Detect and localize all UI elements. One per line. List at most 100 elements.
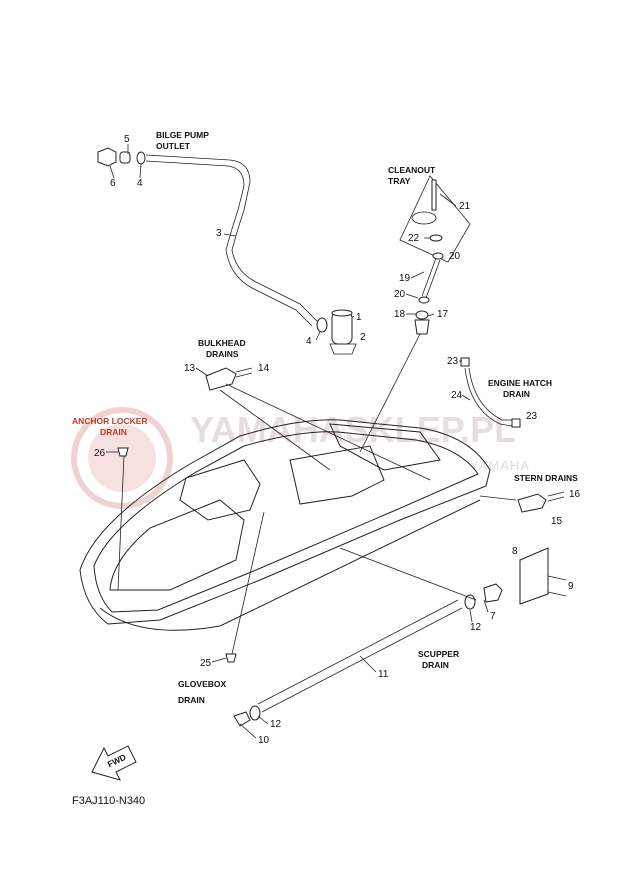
caption-scupper-2: DRAIN (422, 660, 449, 670)
caption-bilge-pump-2: OUTLET (156, 141, 191, 151)
bracket-assembly (519, 547, 567, 605)
callout: 10 (258, 735, 270, 746)
watermark-text: YAMAHASKLEP.PL (190, 409, 516, 450)
callout: 2 (360, 332, 366, 343)
leader (239, 723, 257, 739)
washer-22 (429, 234, 443, 242)
clamp-12 (464, 594, 476, 610)
leader-17 (359, 333, 421, 453)
leader (195, 367, 209, 377)
drain-hose-24-edge (468, 367, 512, 421)
leader (461, 394, 471, 401)
stern-drain-assembly (517, 491, 565, 513)
hose-clamp-4b (316, 317, 328, 333)
diagram-code: F3AJ110-N340 (72, 795, 145, 807)
caption-bilge-pump-1: BILGE PUMP (156, 130, 209, 140)
callout: 21 (459, 201, 471, 212)
callout: 5 (124, 134, 130, 145)
screw-16 (547, 491, 565, 502)
washer-20 (432, 252, 444, 260)
callout: 20 (449, 251, 461, 262)
callout: 6 (110, 178, 116, 189)
bow-seating (109, 499, 245, 591)
bilge-pump-outlet-assembly (97, 147, 357, 355)
tray-opening (411, 211, 437, 225)
washer-20b (418, 296, 430, 304)
cleanout-tray-assembly (359, 175, 471, 453)
caption-glovebox-1: GLOVEBOX (178, 679, 227, 689)
hose-clamp-4 (136, 151, 146, 165)
callout: 24 (451, 390, 463, 401)
leader (359, 655, 377, 673)
bilge-pump-top (331, 309, 353, 317)
callout: 1 (356, 312, 362, 323)
watermark: YAMAHASKLEP.PL YAMAHA (71, 407, 530, 509)
scupper-fitting-7 (483, 583, 503, 603)
callout: 8 (512, 546, 518, 557)
grommet-18 (415, 310, 429, 320)
leader-stern (479, 495, 517, 501)
callout: 25 (200, 658, 212, 669)
boat-hull (79, 419, 517, 631)
caption-scupper-1: SCUPPER (418, 649, 459, 659)
bilge-pump-1 (331, 311, 353, 345)
outlet-fitting-6 (97, 147, 117, 167)
callout: 9 (568, 581, 574, 592)
leader (469, 609, 473, 623)
clamp-23 (460, 357, 470, 367)
fitting-10 (233, 711, 251, 727)
caption-cleanout-2: TRAY (388, 176, 411, 186)
leader (427, 313, 435, 317)
caption-bulkhead-1: BULKHEAD (198, 338, 246, 348)
caption-anchor-locker-2: DRAIN (100, 427, 127, 437)
caption-engine-hatch-1: ENGINE HATCH (488, 378, 552, 388)
leader (483, 599, 489, 613)
bulkhead-drain-13 (205, 367, 237, 391)
anchor-locker-drain-assembly (117, 447, 129, 591)
callout: 12 (470, 622, 482, 633)
callout: 15 (551, 516, 563, 527)
leader-scupper (339, 547, 477, 601)
leader (139, 163, 142, 179)
caption-anchor-locker-1: ANCHOR LOCKER (72, 416, 148, 426)
callout: 19 (399, 273, 411, 284)
scupper-hose-11 (261, 607, 463, 713)
leader (405, 293, 419, 299)
callout: 26 (94, 448, 106, 459)
drain-fitting-17 (414, 319, 430, 335)
callout: 3 (216, 228, 222, 239)
drain-plug-25 (225, 653, 237, 663)
hose-19 (421, 257, 437, 297)
callout: 4 (137, 178, 143, 189)
leader (439, 193, 457, 207)
callout: 13 (184, 363, 196, 374)
callout: 17 (437, 309, 449, 320)
caption-glovebox-2: DRAIN (178, 695, 205, 705)
callout: 22 (408, 233, 420, 244)
caption-engine-hatch-2: DRAIN (503, 389, 530, 399)
leader (351, 315, 355, 319)
screw-21 (431, 179, 437, 211)
cleanout-tray (399, 175, 471, 263)
callout-leaders (106, 144, 489, 739)
leader (257, 715, 269, 725)
part-callouts: 5 6 4 3 4 1 2 21 22 20 19 20 18 17 13 14… (94, 134, 581, 746)
fwd-arrow-icon (91, 745, 137, 781)
leader (410, 271, 425, 279)
bilge-hose-3-edge (145, 160, 313, 327)
leader (211, 657, 227, 663)
leader (109, 165, 115, 179)
callout: 23 (447, 356, 459, 367)
engine-hatch (289, 445, 385, 505)
hull-outline (79, 419, 491, 625)
leader (315, 331, 321, 341)
pump-bracket-2 (329, 343, 357, 355)
screws-9 (547, 575, 567, 597)
callout: 7 (490, 611, 496, 622)
screw-14 (235, 367, 253, 378)
leader-26 (117, 455, 125, 591)
windshield (179, 459, 261, 521)
engine-hatch-drain-assembly (460, 357, 521, 428)
watermark-subtext: YAMAHA (470, 458, 530, 473)
